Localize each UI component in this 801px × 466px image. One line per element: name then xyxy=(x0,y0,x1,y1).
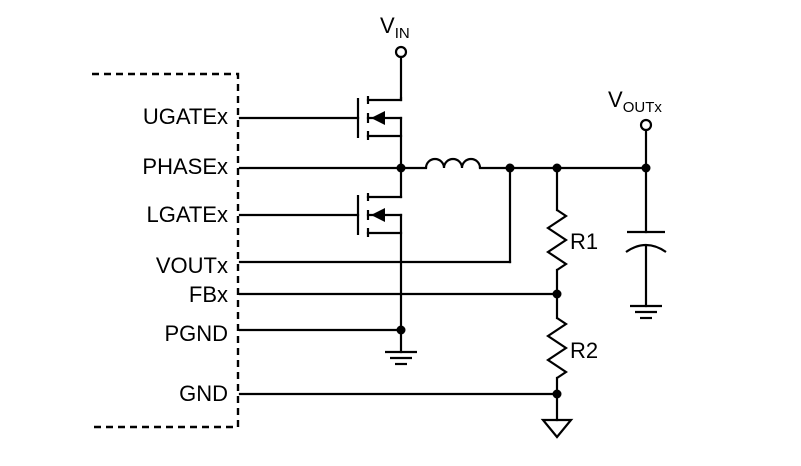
voutx-terminal xyxy=(639,118,653,132)
vin-terminal xyxy=(394,45,408,59)
pin-label-pgnd: PGND xyxy=(164,321,228,346)
low-side-mosfet xyxy=(238,166,403,332)
controller-ic-boundary xyxy=(92,72,240,429)
pin-label-lgate: LGATEx xyxy=(146,202,228,227)
inductor xyxy=(424,157,482,169)
high-side-mosfet xyxy=(238,96,403,170)
resistor-r2 xyxy=(546,292,568,396)
pin-label-gnd: GND xyxy=(179,381,228,406)
vin-label: VIN xyxy=(380,13,410,42)
r2-label: R2 xyxy=(570,338,598,363)
voutx-label: VOUTx xyxy=(608,87,662,116)
pin-label-vout: VOUTx xyxy=(156,253,228,278)
pin-label-phase: PHASEx xyxy=(142,154,228,179)
pin-label-fb: FBx xyxy=(189,282,228,307)
capacitor-ground-symbol xyxy=(630,304,662,320)
power-ground-symbol xyxy=(385,328,417,366)
signal-ground-symbol xyxy=(540,392,574,439)
output-capacitor xyxy=(625,166,667,308)
pin-label-ugate: UGATEx xyxy=(143,104,228,129)
r1-label: R1 xyxy=(570,229,598,254)
resistor-r1 xyxy=(546,166,568,296)
